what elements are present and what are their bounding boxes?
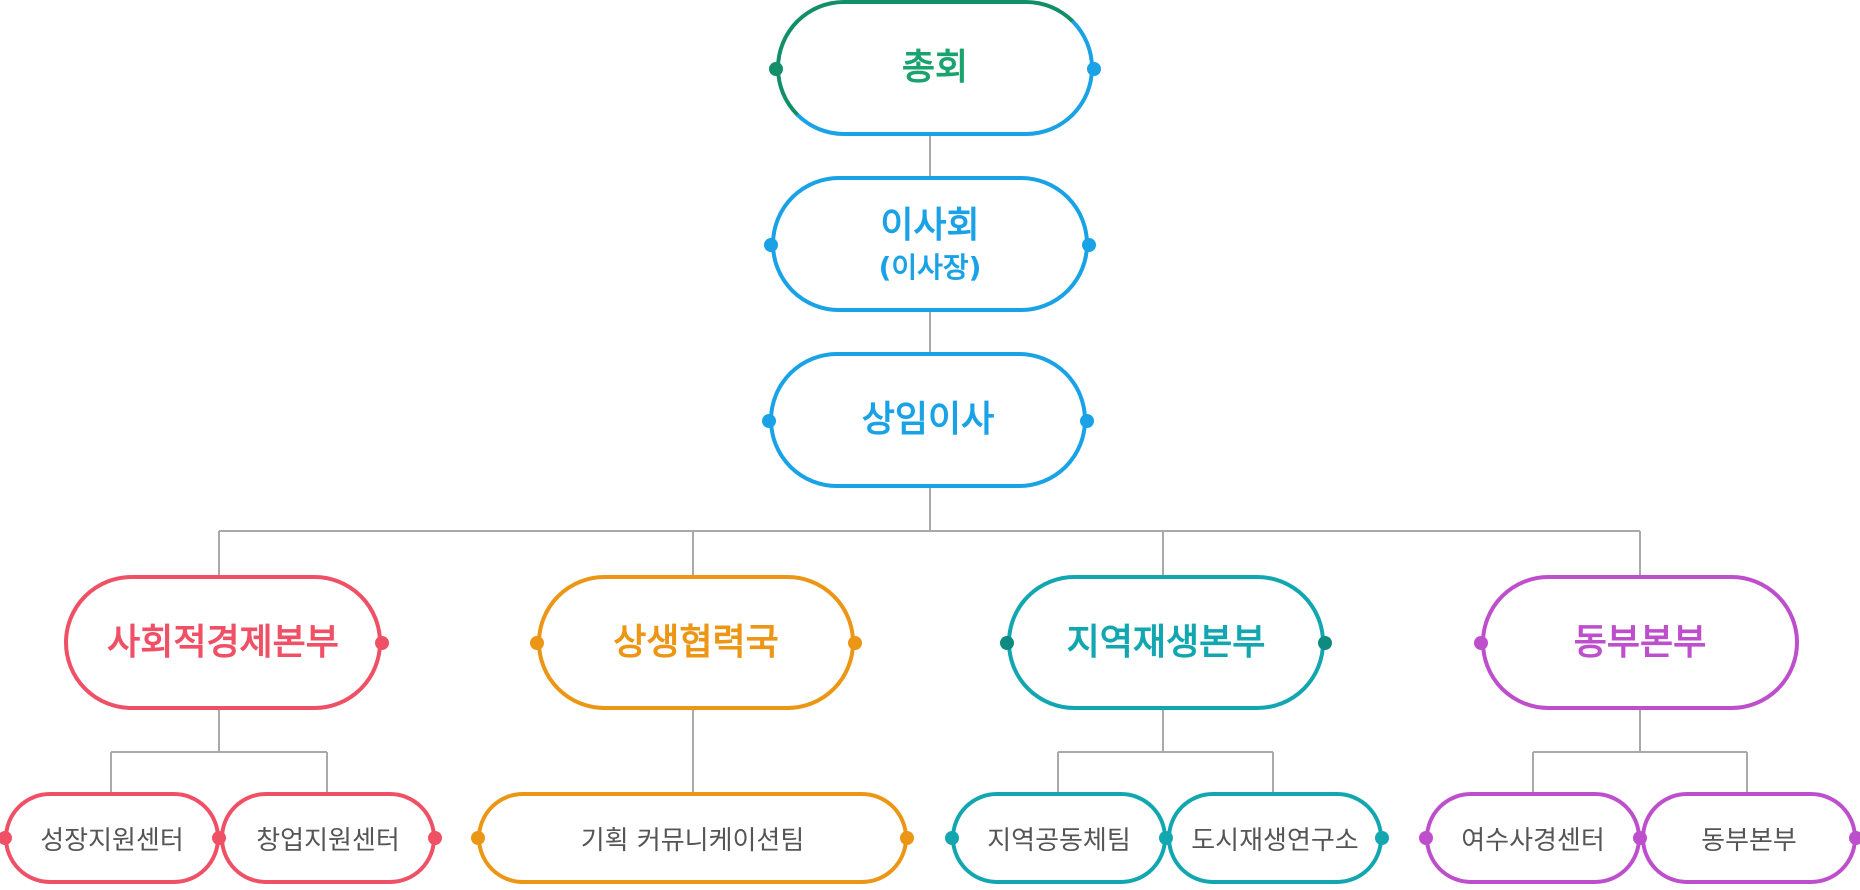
connector-dot: [1087, 62, 1101, 76]
node-general-assembly[interactable]: 총회: [769, 0, 1101, 136]
node-coexistence-bureau[interactable]: 상생협력국: [530, 575, 862, 710]
connector-dot: [1474, 636, 1488, 650]
connector-dot: [1000, 636, 1014, 650]
node-startup-support-center[interactable]: 창업지원센터: [220, 792, 442, 884]
connector-dot: [769, 62, 783, 76]
connector-dot: [900, 831, 914, 845]
connector-dot: [945, 831, 959, 845]
node-yeosu-center[interactable]: 여수사경센터: [1419, 792, 1647, 884]
node-eastern-division[interactable]: 동부본부: [1474, 575, 1799, 710]
node-planning-communication-team[interactable]: 기획 커뮤니케이션팀: [471, 792, 914, 884]
node-sublabel: (이사장): [878, 250, 982, 284]
node-label: 지역재생본부: [1066, 621, 1266, 663]
node-board-of-directors[interactable]: 이사회 (이사장): [764, 176, 1096, 312]
node-label: 지역공동체팀: [987, 825, 1131, 856]
connector-dot: [375, 636, 389, 650]
node-label: 창업지원센터: [256, 825, 400, 856]
node-social-economy-division[interactable]: 사회적경제본부: [64, 575, 389, 710]
node-executive-director[interactable]: 상임이사: [762, 352, 1094, 488]
node-label: 총회: [901, 47, 969, 89]
node-label: 도시재생연구소: [1191, 825, 1359, 856]
connector-dot: [1419, 831, 1433, 845]
node-label: 동부본부: [1701, 825, 1797, 856]
connector-dot: [1318, 636, 1332, 650]
node-local-community-team[interactable]: 지역공동체팀: [945, 792, 1173, 884]
node-label: 사회적경제본부: [107, 621, 339, 663]
node-eastern-division-sub[interactable]: 동부본부: [1641, 792, 1860, 884]
node-regional-regeneration-division[interactable]: 지역재생본부: [1000, 575, 1332, 710]
node-label: 상생협력국: [613, 621, 779, 663]
node-growth-support-center[interactable]: 성장지원센터: [0, 792, 226, 884]
connector-dot: [762, 414, 776, 428]
connector-dot: [764, 238, 778, 252]
node-urban-regeneration-institute[interactable]: 도시재생연구소: [1167, 792, 1389, 884]
connector-dot: [1849, 831, 1860, 845]
node-label: 기획 커뮤니케이션팀: [580, 825, 805, 856]
node-label: 이사회: [880, 204, 980, 246]
node-label: 여수사경센터: [1461, 825, 1605, 856]
connector-dot: [471, 831, 485, 845]
connector-dot: [1375, 831, 1389, 845]
connector-dot: [1082, 238, 1096, 252]
node-label: 성장지원센터: [40, 825, 184, 856]
node-label: 동부본부: [1573, 621, 1707, 663]
node-label: 상임이사: [861, 399, 995, 441]
connector-dot: [0, 831, 12, 845]
connector-dot: [848, 636, 862, 650]
connector-dot: [530, 636, 544, 650]
connector-dot: [428, 831, 442, 845]
connector-dot: [1080, 414, 1094, 428]
